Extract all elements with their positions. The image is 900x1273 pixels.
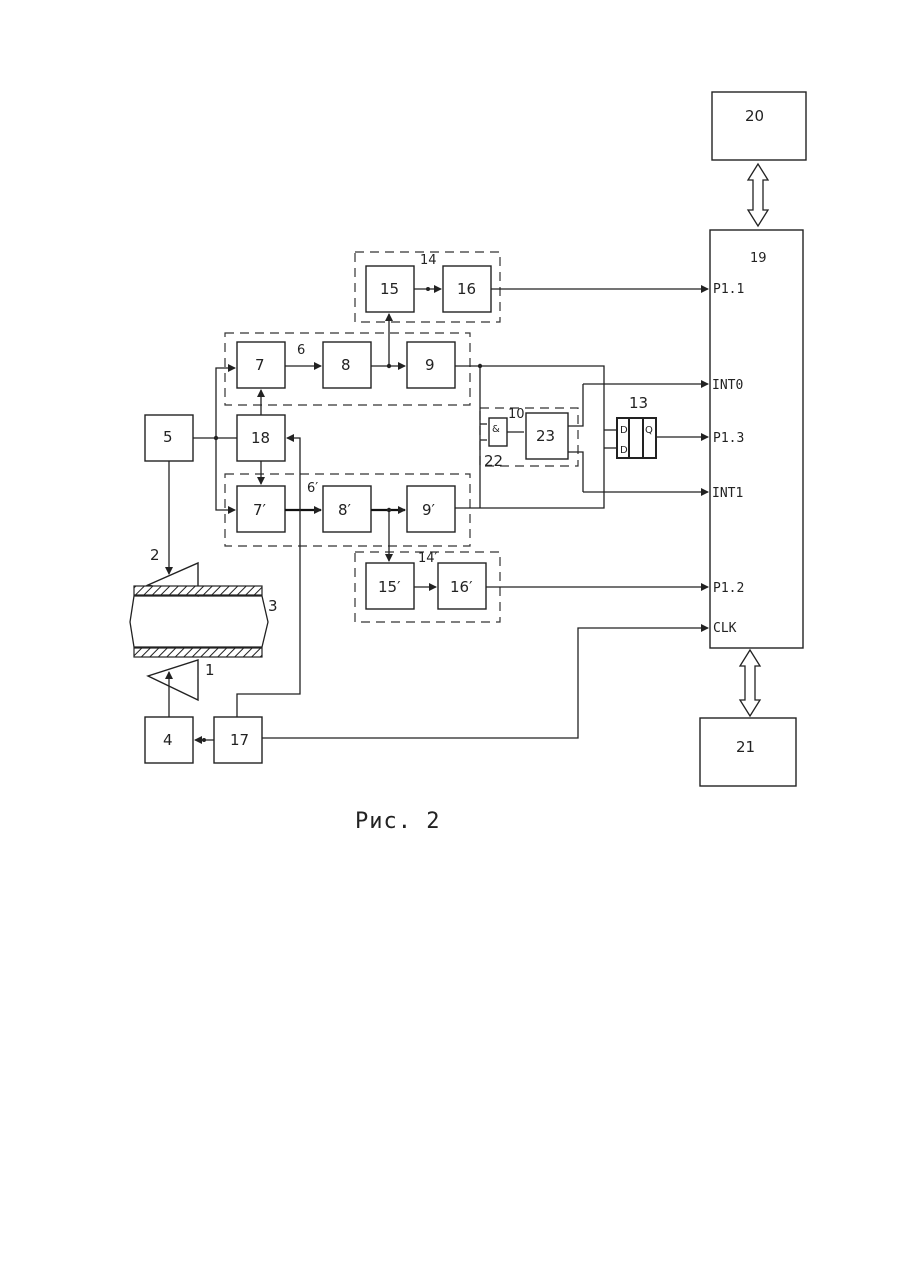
ff-label-q1: Q [645, 425, 653, 436]
pipe-section-3 [130, 596, 268, 647]
label-4: 4 [163, 731, 173, 749]
label-and: & [492, 424, 500, 435]
label-13: 13 [629, 394, 648, 412]
bus-20-19 [748, 164, 768, 226]
pin-p1-3: P1.3 [713, 431, 744, 446]
label-9: 9 [425, 356, 435, 374]
label-3: 3 [268, 597, 278, 615]
label-9-prime: 9′ [422, 501, 436, 519]
label-15: 15 [380, 280, 399, 298]
label-7: 7 [255, 356, 265, 374]
label-2: 2 [150, 546, 160, 564]
label-8: 8 [341, 356, 351, 374]
pin-p1-2: P1.2 [713, 581, 744, 596]
label-15-prime: 15′ [378, 578, 401, 596]
label-21: 21 [736, 738, 755, 756]
label-19: 19 [750, 251, 767, 266]
block-20 [712, 92, 806, 160]
pin-clk: CLK [713, 621, 737, 636]
pin-p1-1: P1.1 [713, 282, 744, 297]
pin-int0: INT0 [712, 378, 743, 393]
label-6: 6 [297, 343, 305, 358]
label-16-prime: 16′ [450, 578, 473, 596]
label-18: 18 [251, 429, 270, 447]
label-5: 5 [163, 428, 173, 446]
figure-caption: Рис. 2 [355, 809, 440, 834]
label-8-prime: 8′ [338, 501, 352, 519]
label-16: 16 [457, 280, 476, 298]
pipe-assembly [130, 563, 268, 700]
label-20: 20 [745, 107, 764, 125]
label-1: 1 [205, 661, 215, 679]
label-10: 10 [508, 407, 525, 422]
bus-19-21 [740, 650, 760, 716]
ff-label-d1: D [620, 425, 628, 436]
ff-label-d2: D [620, 445, 628, 456]
label-6-prime: 6′ [307, 481, 318, 496]
label-23: 23 [536, 427, 555, 445]
label-22: 22 [484, 452, 503, 470]
label-7-prime: 7′ [253, 501, 267, 519]
label-17: 17 [230, 731, 249, 749]
pin-int1: INT1 [712, 486, 743, 501]
label-14-prime: 14′ [418, 551, 438, 566]
label-14: 14 [420, 253, 437, 268]
